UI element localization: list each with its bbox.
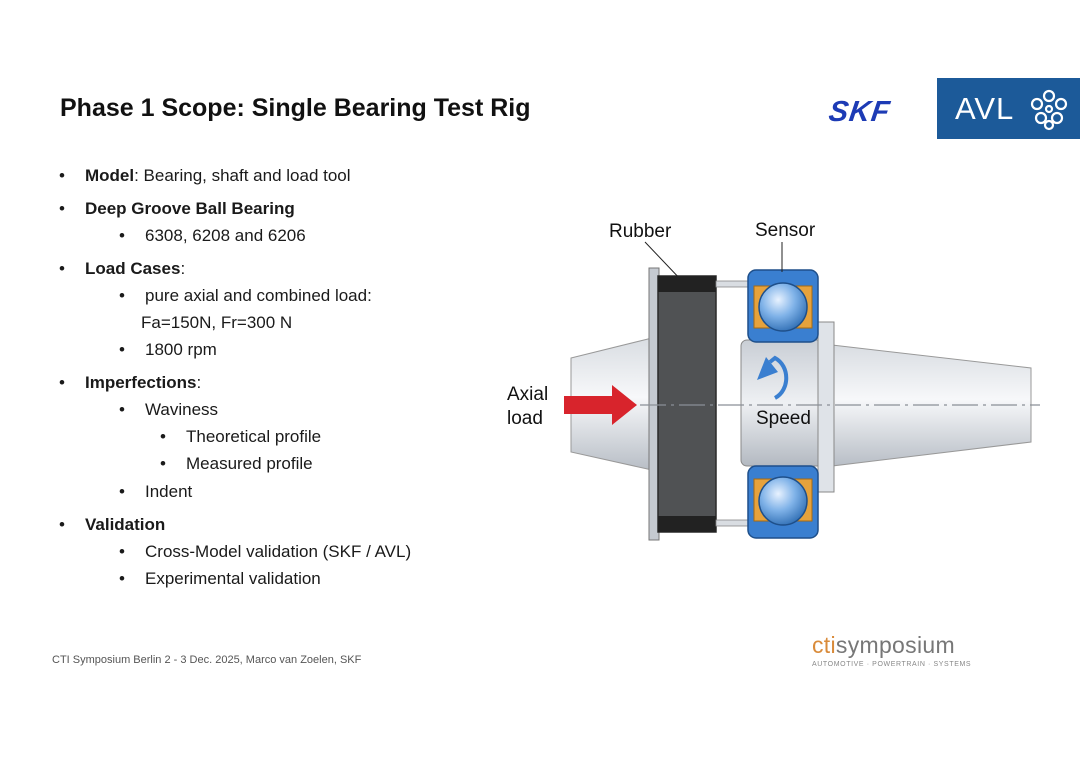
inner-ring-sleeve xyxy=(817,321,835,493)
sub-bullet-cross-model: •Cross-Model validation (SKF / AVL) xyxy=(119,542,412,561)
slide-title: Phase 1 Scope: Single Bearing Test Rig xyxy=(60,94,531,122)
sub-sub-bullet-measured: •Measured profile xyxy=(160,454,313,473)
sub-bullet-indent: •Indent xyxy=(119,482,193,501)
avl-emblem-icon xyxy=(1030,89,1068,131)
sub-bullet-experimental: •Experimental validation xyxy=(119,569,321,588)
upper-rod xyxy=(715,280,749,288)
rubber-bottom-band xyxy=(658,516,716,532)
upper-bearing xyxy=(747,269,819,343)
cti-symposium-logo: ctisymposium AUTOMOTIVE · POWERTRAIN · S… xyxy=(812,632,971,668)
speed-arrowhead-icon xyxy=(757,357,778,380)
rubber-leader-line xyxy=(644,241,684,283)
footer-text: CTI Symposium Berlin 2 - 3 Dec. 2025, Ma… xyxy=(52,654,362,666)
lower-rod xyxy=(715,519,749,527)
rubber-top-band xyxy=(658,276,716,292)
axial-load-arrow-icon xyxy=(564,385,637,425)
bullet-bearing: •Deep Groove Ball Bearing xyxy=(59,199,295,218)
sub-bullet-waviness: •Waviness xyxy=(119,400,219,419)
bullet-imperfections: •Imperfections: xyxy=(59,373,202,392)
sensor-label: Sensor xyxy=(755,220,816,241)
rubber-block xyxy=(657,275,717,533)
sub-sub-bullet-theoretical: •Theoretical profile xyxy=(160,427,322,446)
rubber-label: Rubber xyxy=(609,221,672,242)
avl-logo-text: AVL xyxy=(955,91,1015,126)
sub-bullet-load-values: Fa=150N, Fr=300 N xyxy=(141,313,293,332)
cti-logo-prefix: cti xyxy=(812,632,836,658)
skf-logo: SKF xyxy=(826,96,893,128)
lower-bearing xyxy=(747,465,819,539)
bullet-model: •Model: Bearing, shaft and load tool xyxy=(59,166,351,185)
avl-logo: AVL xyxy=(937,78,1080,139)
bullet-validation: •Validation xyxy=(59,515,166,534)
cti-logo-main: symposium xyxy=(835,632,955,658)
sub-bullet-rpm: •1800 rpm xyxy=(119,340,217,359)
sub-bullet-bearing-types: •6308, 6208 and 6206 xyxy=(119,226,306,245)
speed-rotation-icon xyxy=(768,355,789,400)
cti-logo-tagline: AUTOMOTIVE · POWERTRAIN · SYSTEMS xyxy=(812,661,972,668)
axial-label-line2: load xyxy=(507,408,543,429)
test-rig-diagram: Rubber Sensor Axial load Speed xyxy=(507,220,1040,541)
bullet-load-cases: •Load Cases: xyxy=(59,259,186,278)
sub-bullet-load-axial: •pure axial and combined load: xyxy=(119,286,372,305)
axial-label-line1: Axial xyxy=(507,384,548,405)
speed-label: Speed xyxy=(756,408,811,429)
